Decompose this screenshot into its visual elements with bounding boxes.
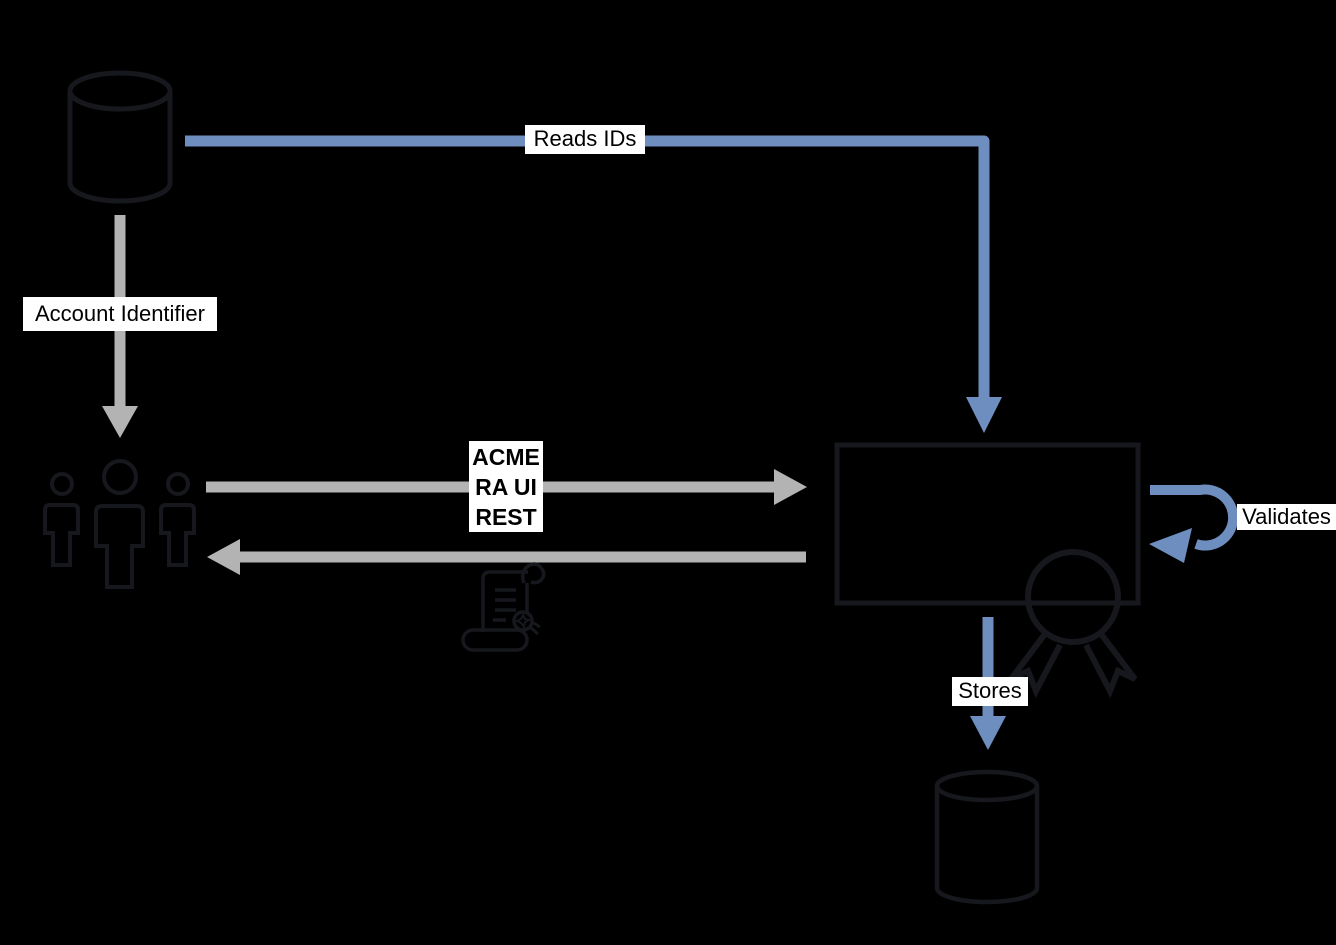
award-rosette-icon — [1008, 549, 1138, 699]
certificate-scroll-icon — [461, 562, 546, 652]
validates-loop-arrow — [1149, 484, 1239, 563]
stores-label: Stores — [952, 677, 1028, 706]
processing-box — [834, 442, 1141, 606]
storage-database-icon — [934, 769, 1040, 905]
users-group-icon — [43, 459, 196, 589]
reads-ids-label: Reads IDs — [525, 125, 645, 154]
source-database-icon — [67, 70, 173, 204]
reads-ids-arrow — [185, 135, 1002, 433]
acme-ra-ui-rest-label: ACME RA UI REST — [469, 441, 543, 532]
response-arrow — [207, 539, 806, 575]
acme-label-line2: RA UI — [475, 473, 537, 500]
validates-label: Validates — [1237, 504, 1336, 530]
acme-label-line1: ACME — [472, 443, 540, 470]
account-identifier-label: Account Identifier — [23, 297, 217, 331]
acme-label-line3: REST — [475, 503, 537, 530]
